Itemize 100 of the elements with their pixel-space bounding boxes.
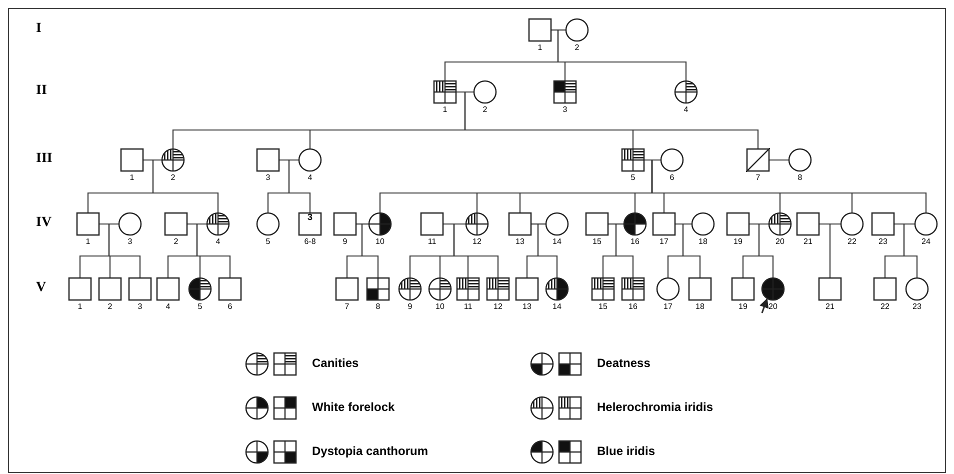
female-symbol — [565, 18, 589, 42]
affected-male-symbol — [486, 277, 510, 301]
affected-female-symbol — [545, 277, 569, 301]
female-symbol — [298, 148, 322, 172]
individual-number: 19 — [738, 302, 748, 311]
individual-number: 2 — [108, 302, 112, 311]
individual-number: 2 — [574, 43, 580, 52]
individual-number: 20 — [776, 237, 784, 246]
individual-number: 8 — [376, 302, 380, 311]
male-symbol — [746, 148, 770, 172]
male-symbol — [585, 212, 609, 236]
descent-line — [903, 223, 918, 278]
male-symbol — [796, 212, 820, 236]
individual-number: 4 — [684, 105, 688, 114]
affected-male-symbol — [621, 148, 645, 172]
legend-label: Blue iridis — [597, 444, 656, 458]
generation-label: IV — [36, 215, 52, 231]
affected-female-symbol — [623, 212, 647, 236]
affected-male-symbol — [366, 277, 390, 301]
affected-female-symbol — [368, 212, 392, 236]
individual-number: 3 — [562, 105, 568, 114]
male-symbol — [726, 212, 750, 236]
affected-male-symbol — [456, 277, 480, 301]
legend-label: Helerochromia iridis — [597, 400, 714, 414]
descent-line — [829, 223, 841, 278]
female-symbol — [914, 212, 938, 236]
individual-number: 19 — [734, 237, 742, 246]
individual-number: 10 — [376, 237, 384, 246]
female-symbol — [905, 277, 929, 301]
female-symbol — [788, 148, 812, 172]
generation-label: III — [36, 151, 52, 167]
male-symbol — [508, 212, 532, 236]
affected-male-symbol — [433, 80, 457, 104]
proband-arrow — [760, 298, 769, 314]
individual-number: 3 — [128, 237, 132, 246]
descent-line — [361, 223, 379, 278]
marriage-line — [769, 159, 789, 161]
male-symbol — [420, 212, 444, 236]
male-symbol — [335, 277, 359, 301]
individual-number: 18 — [698, 237, 708, 246]
male-symbol — [731, 277, 755, 301]
individual-number: 15 — [598, 302, 608, 311]
individual-number: 9 — [342, 237, 348, 246]
individual-number: 11 — [464, 302, 472, 311]
individual-number: 5 — [266, 237, 270, 246]
individual-number: 20 — [768, 302, 778, 311]
individual-number: 24 — [922, 237, 930, 246]
individual-number: 5 — [630, 173, 636, 182]
individual-number: 6-8 — [304, 237, 316, 246]
individual-number: 22 — [880, 302, 890, 311]
male-symbol — [818, 277, 842, 301]
individual-number: 22 — [848, 237, 856, 246]
male-symbol — [873, 277, 897, 301]
individual-number: 12 — [472, 237, 482, 246]
male-symbol — [76, 212, 100, 236]
individual-number: 1 — [86, 237, 90, 246]
generation-label: I — [36, 21, 42, 37]
individual-number: 13 — [522, 302, 532, 311]
individual-number: 15 — [592, 237, 602, 246]
descent-line — [551, 29, 687, 81]
individual-number: 9 — [408, 302, 412, 311]
female-symbol — [656, 277, 680, 301]
male-symbol — [871, 212, 895, 236]
affected-female-symbol — [674, 80, 698, 104]
descent-line — [456, 91, 759, 149]
affected-female-symbol — [428, 277, 452, 301]
affected-female-symbol — [161, 148, 185, 172]
male-symbol — [120, 148, 144, 172]
individual-number: 2 — [174, 237, 178, 246]
individual-number: 7 — [756, 173, 760, 182]
individual-number: 1 — [130, 173, 134, 182]
affected-female-symbol — [188, 277, 212, 301]
descent-line — [196, 223, 231, 278]
individual-number: 3 — [138, 302, 142, 311]
individual-number: 1 — [538, 43, 542, 52]
individual-number: 4 — [308, 173, 312, 182]
descent-line — [99, 223, 141, 278]
individual-number: 14 — [552, 237, 562, 246]
individual-number: 14 — [552, 302, 562, 311]
individual-number: 16 — [630, 237, 640, 246]
male-symbol — [128, 277, 152, 301]
legend-label: Deatness — [597, 356, 650, 370]
descent-line — [531, 223, 558, 278]
descent-line — [152, 159, 219, 213]
individual-number: 5 — [198, 302, 202, 311]
individual-number: 21 — [826, 302, 834, 311]
female-symbol — [473, 80, 497, 104]
individual-number: 12 — [494, 302, 502, 311]
descent-line — [453, 223, 499, 278]
affected-male-symbol — [553, 80, 577, 104]
individual-number: 18 — [696, 302, 704, 311]
male-symbol — [98, 277, 122, 301]
female-symbol — [660, 148, 684, 172]
affected-female-symbol — [206, 212, 230, 236]
male-symbol — [256, 148, 280, 172]
individual-number: 23 — [878, 237, 888, 246]
female-symbol — [256, 212, 280, 236]
individual-number: 8 — [798, 173, 802, 182]
male-symbol — [528, 18, 552, 42]
legend-label: Canities — [312, 356, 359, 370]
